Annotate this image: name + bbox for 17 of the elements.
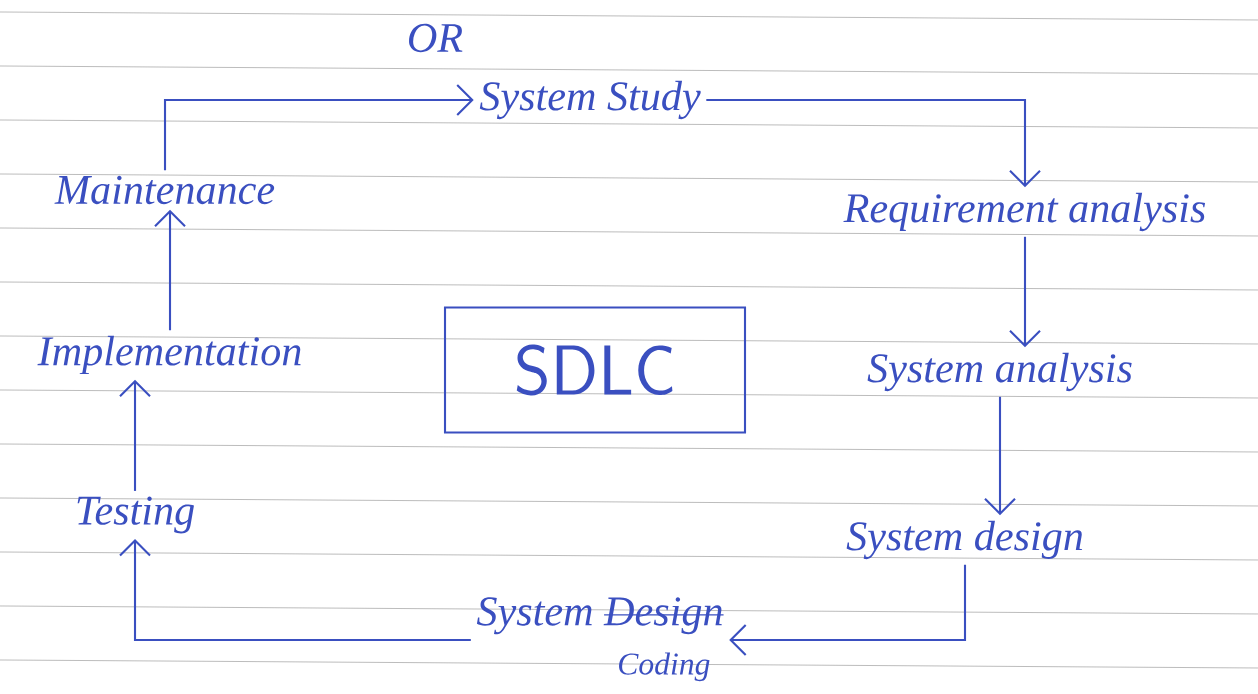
arrow [706,98,1041,188]
note-text: OR [409,23,463,53]
arrow [119,379,151,491]
arrow [729,564,967,656]
handwritten-label: Maintenance [54,175,275,205]
handwritten-label: System analysis [867,352,1132,392]
arrow [154,209,186,331]
arrow [119,539,471,642]
handwritten-label: Requirement analysis [843,192,1206,232]
handwritten-label: System Study [479,80,701,120]
handwritten-label: Implementation [37,335,301,375]
title-box: SDLC [443,306,747,434]
handwritten-label: System design [846,520,1083,560]
arrow [1009,236,1041,348]
arrow [984,396,1016,516]
arrow [163,84,474,171]
handwritten-label: Testing [77,496,194,534]
